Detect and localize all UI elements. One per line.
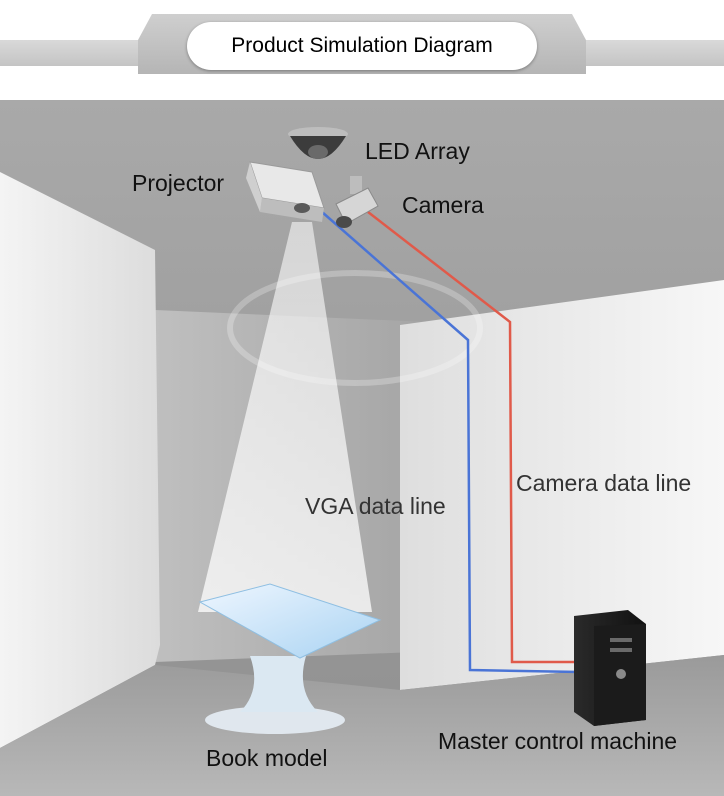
label-vga-data-line: VGA data line: [305, 493, 446, 519]
right-wall: [400, 280, 724, 690]
room-scene: [0, 100, 724, 796]
diagram-title: Product Simulation Diagram: [231, 34, 493, 57]
watermark-logo: [227, 270, 483, 386]
label-master-control-machine: Master control machine: [438, 728, 678, 754]
label-camera: Camera: [402, 192, 484, 218]
book-model-icon: [198, 583, 382, 734]
camera-icon: [335, 176, 379, 228]
title-plate: [187, 22, 537, 70]
vga-data-line: [321, 211, 581, 674]
led-array-icon: [288, 127, 348, 159]
floor: [0, 655, 724, 796]
left-wall: [0, 172, 160, 748]
label-camera-data-line: Camera data line: [516, 470, 692, 496]
projection-beam: [198, 222, 372, 612]
camera-data-line: [367, 211, 580, 664]
label-projector: Projector: [132, 170, 225, 196]
projector-icon: [246, 161, 325, 222]
label-book-model: Book model: [206, 745, 328, 771]
label-led-array: LED Array: [365, 138, 470, 164]
master-control-machine-icon: [574, 610, 646, 726]
